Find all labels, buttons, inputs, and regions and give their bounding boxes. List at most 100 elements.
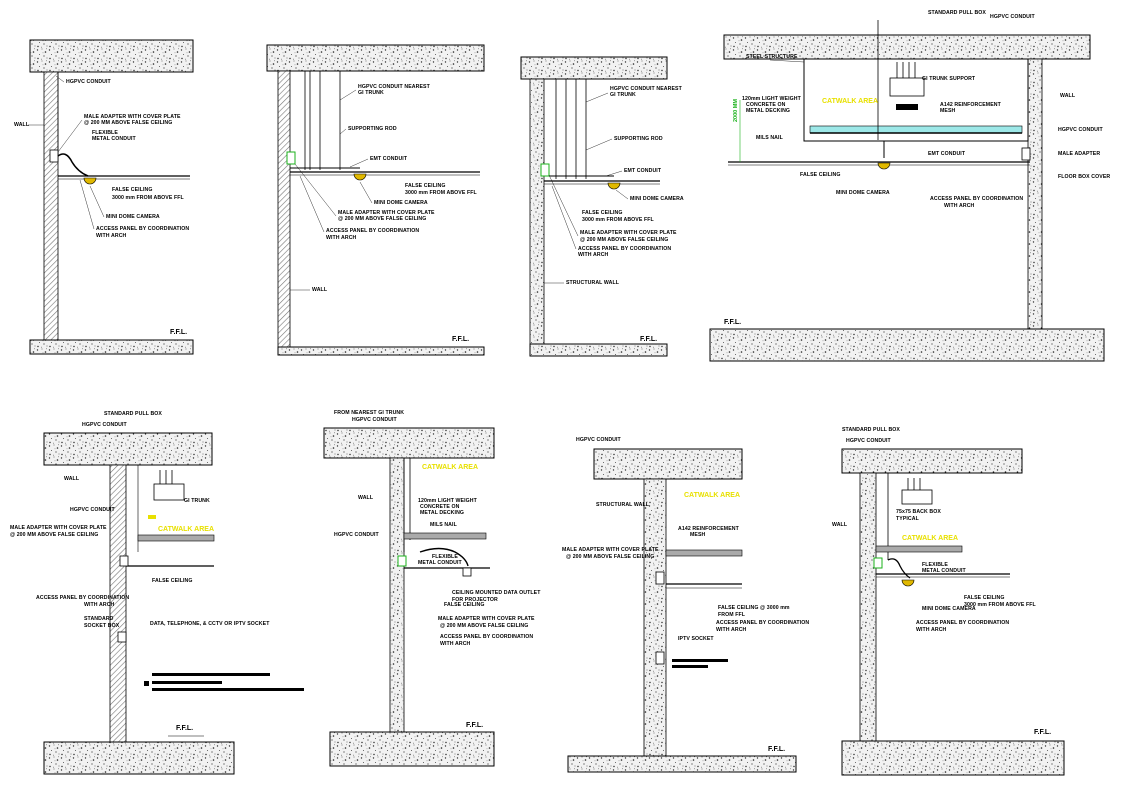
label-false-ceiling: FALSE CEILING (405, 183, 446, 189)
male-adapter-box (540, 163, 550, 177)
label-catwalk-area: CATWALK AREA (902, 535, 958, 542)
label-concrete-3: METAL DECKING (746, 108, 790, 114)
wall (859, 472, 877, 742)
label-false-ceiling-2: FROM FFL (718, 612, 746, 618)
floor-slab (709, 328, 1105, 362)
label-male-adapter-2: @ 200 MM ABOVE FALSE CEILING (580, 237, 668, 243)
label-false-ceiling-2: 3000 mm FROM ABOVE FFL (964, 602, 1036, 608)
label-data-socket: DATA, TELEPHONE, & CCTV OR IPTV SOCKET (150, 621, 270, 627)
label-wall: WALL (14, 122, 30, 128)
label-mils-nail: MILS NAIL (756, 135, 784, 141)
label-hgpvc-conduit: HGPVC CONDUIT (846, 438, 892, 444)
flexible-conduit (419, 547, 469, 567)
label-concrete: 120mm LIGHT WEIGHT (418, 498, 478, 504)
label-conduit-2: HGPVC CONDUIT (352, 417, 398, 423)
label-data-outlet: CEILING MOUNTED DATA OUTLET (452, 590, 541, 596)
label-male-adapter: MALE ADAPTER WITH COVER PLATE (10, 525, 107, 531)
label-male-adapter: MALE ADAPTER WITH COVER PLATE (580, 230, 677, 236)
label-male-adapter: MALE ADAPTER WITH COVER PLATE (562, 547, 659, 553)
label-ffl: F.F.L. (176, 725, 193, 732)
label-standard-pull-box: STANDARD PULL BOX (842, 427, 900, 433)
label-access-panel-2: WITH ARCH (944, 203, 975, 209)
label-male-adapter: MALE ADAPTER (1058, 151, 1100, 157)
label-dimension: 2000 MM (733, 99, 739, 122)
floor-slab (277, 346, 485, 356)
data-outlet-box (462, 567, 472, 577)
label-access-panel: ACCESS PANEL BY COORDINATION (930, 196, 1023, 202)
wall (643, 478, 667, 757)
label-false-ceiling-2: 3000 mm FROM ABOVE FFL (582, 217, 654, 223)
male-adapter-box (873, 557, 883, 569)
label-hgpvc-conduit-2: HGPVC CONDUIT (1058, 127, 1104, 133)
male-adapter-box (49, 149, 59, 163)
label-false-ceiling: FALSE CEILING @ 3000 mm (718, 605, 790, 611)
label-hgpvc-conduit-2: HGPVC CONDUIT (70, 507, 116, 513)
label-flexible: FLEXIBLE (432, 554, 458, 560)
label-access-panel: ACCESS PANEL BY COORDINATION (916, 620, 1009, 626)
label-mini-dome-camera: MINI DOME CAMERA (106, 214, 160, 220)
slab (841, 448, 1023, 474)
section-5-wall-socket-detail: STANDARD PULL BOX HGPVC CONDUIT WALL HGP… (10, 411, 304, 775)
floor-slab (43, 741, 235, 775)
label-access-panel: ACCESS PANEL BY COORDINATION (440, 634, 533, 640)
label-male-adapter: MALE ADAPTER WITH COVER PLATE (84, 114, 181, 120)
label-ffl: F.F.L. (452, 336, 469, 343)
label-emt-conduit: EMT CONDUIT (624, 168, 662, 174)
label-back-box-2: TYPICAL (896, 516, 920, 522)
section-1-ceiling-wall-detail: HGPVC CONDUIT WALL MALE ADAPTER WITH COV… (14, 39, 194, 355)
label-hgpvc-conduit: HGPVC CONDUIT (66, 79, 112, 85)
male-adapter-box (286, 151, 296, 165)
label-flexible-2: METAL CONDUIT (922, 568, 966, 574)
label-mesh: A142 REINFORCEMENT (678, 526, 740, 532)
label-conduit: FROM NEAREST GI TRUNK (334, 410, 404, 416)
label-wall: WALL (358, 495, 374, 501)
label-catwalk-area: CATWALK AREA (822, 98, 878, 105)
label-hgpvc-conduit: HGPVC CONDUIT (576, 437, 622, 443)
label-concrete-2: CONCRETE ON (420, 504, 460, 510)
floor-slab (529, 343, 668, 357)
label-standard-pull-box: STANDARD PULL BOX (928, 10, 986, 16)
gi-trunk-icon (901, 489, 933, 505)
socket-box (117, 631, 127, 643)
label-false-ceiling: FALSE CEILING (444, 602, 485, 608)
label-false-ceiling: FALSE CEILING (582, 210, 623, 216)
mini-dome-camera-icon (83, 177, 97, 185)
label-false-ceiling: FALSE CEILING (112, 187, 153, 193)
slab (266, 44, 485, 72)
label-supporting-rod: SUPPORTING ROD (348, 126, 397, 132)
male-adapter-box (397, 555, 407, 567)
label-wall: WALL (1060, 93, 1076, 99)
label-standard-pull-box: STANDARD PULL BOX (104, 411, 162, 417)
label-concrete: 120mm LIGHT WEIGHT (742, 96, 802, 102)
floor-slab (567, 755, 797, 773)
wall (43, 71, 59, 341)
label-standard-socket-box: STANDARD (84, 616, 114, 622)
label-access-panel-2: WITH ARCH (440, 641, 471, 647)
wall (277, 70, 291, 348)
wall (389, 457, 405, 733)
catwalk-frame (803, 58, 1029, 142)
section-4-catwalk-detail: STANDARD PULL BOX HGPVC CONDUIT STEEL ST… (709, 10, 1110, 362)
label-wall: WALL (832, 522, 848, 528)
label-emt-conduit: EMT CONDUIT (928, 151, 966, 157)
label-male-adapter: MALE ADAPTER WITH COVER PLATE (338, 210, 435, 216)
label-conduit-2: GI TRUNK (610, 92, 636, 98)
floor-slab (29, 339, 194, 355)
label-wall: WALL (64, 476, 80, 482)
label-ffl: F.F.L. (170, 329, 187, 336)
label-access-panel-2: WITH ARCH (578, 252, 609, 258)
section-8-ceiling-camera-detail: STANDARD PULL BOX HGPVC CONDUIT WALL 75x… (832, 427, 1065, 776)
label-access-panel-2: WITH ARCH (84, 602, 115, 608)
label-catwalk-area: CATWALK AREA (684, 492, 740, 499)
label-false-ceiling-2: 3000 mm FROM ABOVE FFL (112, 195, 184, 201)
label-gi-trunk: GI TRUNK (184, 498, 210, 504)
label-flexible: FLEXIBLE (922, 562, 948, 568)
label-structural-wall: STRUCTURAL WALL (596, 502, 650, 508)
label-catwalk-area: CATWALK AREA (158, 526, 214, 533)
label-emt-conduit: EMT CONDUIT (370, 156, 408, 162)
label-iptv-socket: IPTV SOCKET (678, 636, 714, 642)
right-wall (1027, 58, 1043, 330)
label-access-panel-2: WITH ARCH (916, 627, 947, 633)
wall (529, 78, 545, 345)
gi-trunk-icon (153, 483, 185, 501)
